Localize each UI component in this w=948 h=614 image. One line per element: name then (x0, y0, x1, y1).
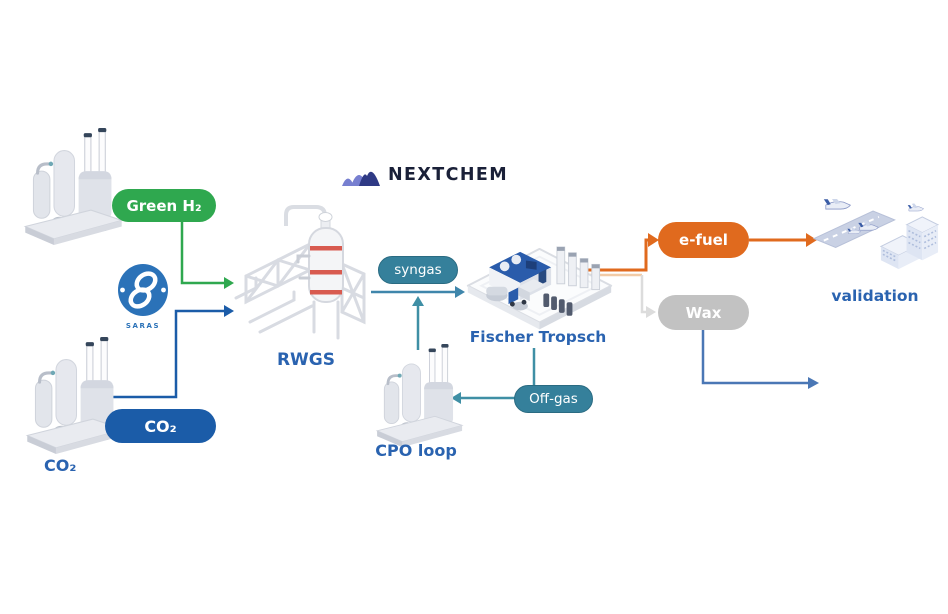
cpo-loop-caption: CPO loop (375, 441, 457, 460)
fischer-tropsch-plant-icon (462, 212, 617, 343)
off-gas-pill: Off-gas (514, 385, 593, 413)
airport-validation-icon (812, 199, 940, 290)
brand-name: NEXTCHEM (388, 165, 509, 185)
saras-logo: SARAS (112, 263, 174, 330)
towers-icon-cpo-loop (374, 344, 467, 448)
arrow-wax-output (701, 330, 819, 389)
validation-caption: validation (831, 287, 919, 305)
arrow-fischer-tropsch-to-wax (640, 275, 656, 318)
rwgs-caption: RWGS (276, 350, 336, 370)
saras-emblem-icon (118, 264, 168, 316)
co2-source-caption: CO₂ (44, 456, 77, 475)
arrow-cpo-loop-to-syngas-line (412, 296, 424, 350)
saras-wordmark: SARAS (125, 322, 161, 330)
syngas-pill: syngas (378, 256, 458, 284)
arrow-e-fuel-to-validation (749, 233, 817, 247)
towers-icon-green-h2-source (22, 128, 127, 246)
co2-pill: CO₂ (105, 409, 216, 443)
nextchem-mountains-icon (342, 171, 380, 186)
green-h2-pill: Green H₂ (112, 189, 216, 222)
nextchem-logo: NEXTCHEM (341, 162, 508, 188)
fischer-tropsch-caption: Fischer Tropsch (469, 328, 607, 346)
arrow-green-h2-to-rwgs (180, 221, 234, 289)
rwgs-reactor-icon (232, 202, 372, 357)
arrow-rwgs-syngas-to-fischer-tropsch (371, 286, 465, 298)
e-fuel-pill: e-fuel (658, 222, 749, 258)
wax-pill: Wax (658, 295, 749, 330)
